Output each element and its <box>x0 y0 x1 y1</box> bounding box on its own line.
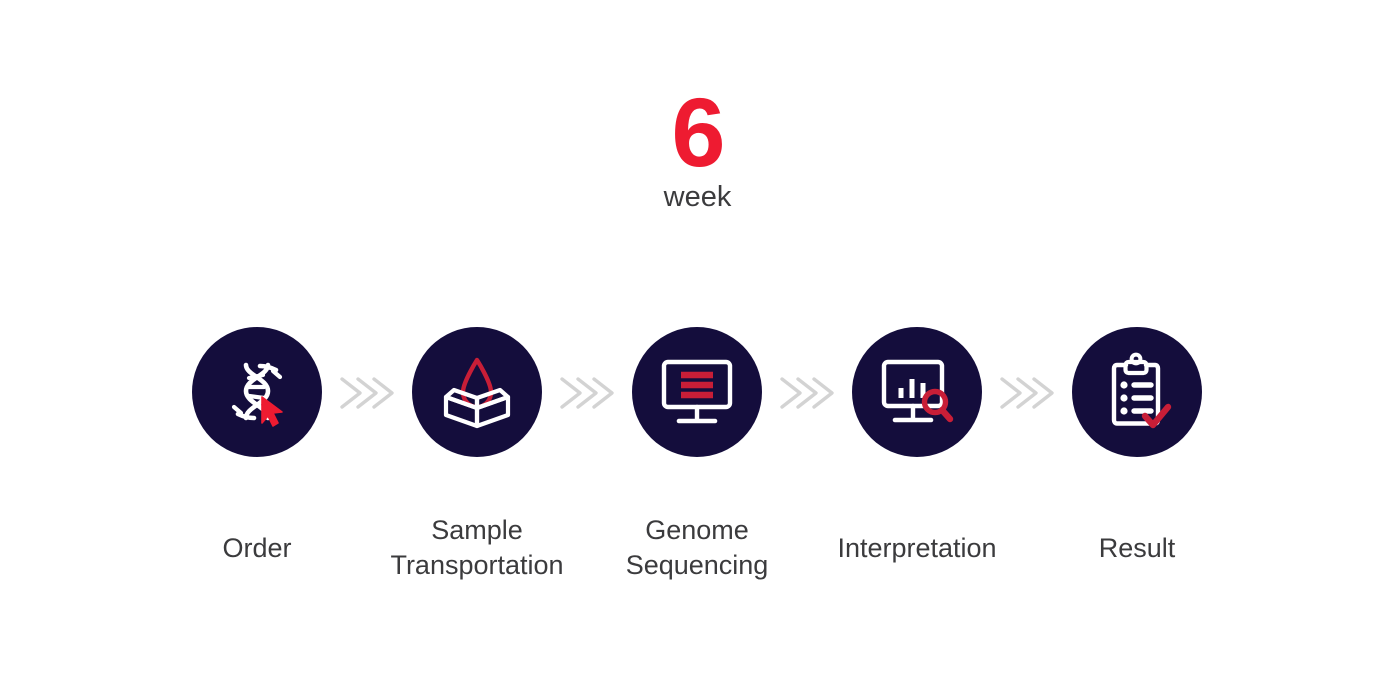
monitor-sequence-icon <box>657 352 737 432</box>
open-box-blood-drop-icon <box>437 352 517 432</box>
step-label-sample-transportation: Sample Transportation <box>390 515 564 580</box>
triple-chevron-right-icon <box>557 377 619 419</box>
monitor-chart-magnifier-icon <box>877 352 957 432</box>
step-node-order[interactable] <box>192 327 322 457</box>
duration-block: 6 week <box>0 78 1395 214</box>
triple-chevron-right-icon <box>777 377 839 419</box>
step-label-result: Result <box>1098 533 1176 563</box>
step-icon-circle <box>632 327 762 457</box>
step-icon-circle <box>852 327 982 457</box>
step-label-interpretation: Interpretation <box>837 533 997 563</box>
step-label-genome-sequencing: Genome Sequencing <box>625 515 769 580</box>
connector-order-to-sample <box>337 371 399 415</box>
step-icon-circle <box>192 327 322 457</box>
step-node-interpretation[interactable] <box>852 327 982 457</box>
process-flow <box>0 327 1395 457</box>
triple-chevron-right-icon <box>337 377 399 419</box>
step-node-sample-transportation[interactable] <box>412 327 542 457</box>
triple-chevron-right-icon <box>997 377 1059 419</box>
dna-cursor-icon <box>218 353 296 431</box>
process-step-labels: Order Sample Transportation Genome Seque… <box>0 505 1395 595</box>
step-icon-circle <box>412 327 542 457</box>
step-node-result[interactable] <box>1072 327 1202 457</box>
step-label-order: Order <box>222 533 292 563</box>
step-icon-circle <box>1072 327 1202 457</box>
clipboard-check-icon <box>1097 352 1177 432</box>
connector-sequencing-to-interpretation <box>777 371 839 415</box>
step-node-genome-sequencing[interactable] <box>632 327 762 457</box>
connector-sample-to-sequencing <box>557 371 619 415</box>
duration-number: 6 <box>671 78 726 187</box>
duration-unit-label: week <box>663 181 732 214</box>
connector-interpretation-to-result <box>997 371 1059 415</box>
